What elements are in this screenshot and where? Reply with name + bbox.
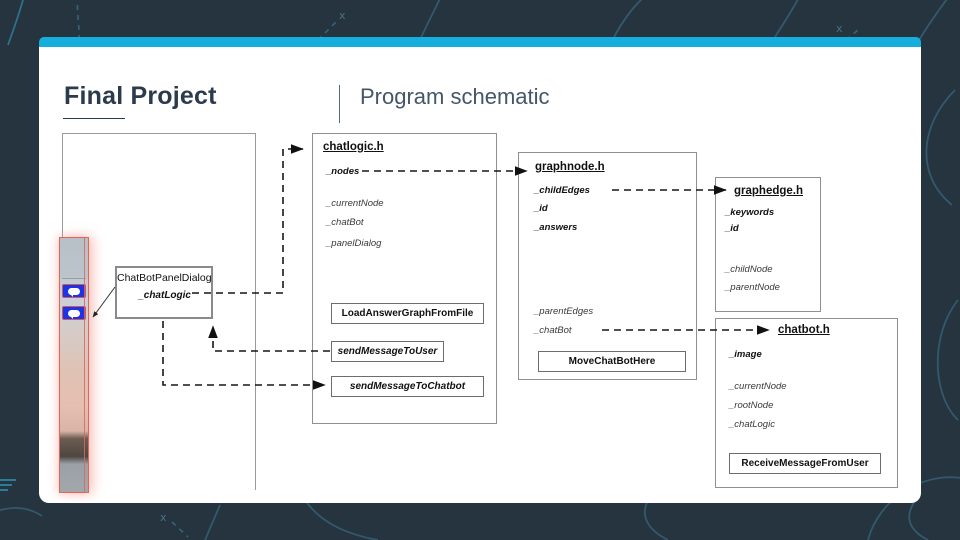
slide: Final Project Program schematic ChatBotP… — [39, 37, 921, 503]
member-rootnode: _rootNode — [729, 400, 774, 411]
class-title: ChatBotPanelDialog — [117, 272, 212, 284]
file-title-chatbot: chatbot.h — [778, 324, 830, 336]
file-title-chatlogic: chatlogic.h — [323, 141, 384, 153]
x-mark-decor: x — [160, 511, 167, 524]
class-box-chatbotpaneldialog: ChatBotPanelDialog _chatLogic — [115, 266, 213, 319]
header-box-chatbot: chatbot.h _image _currentNode _rootNode … — [715, 318, 898, 488]
file-title-graphnode: graphnode.h — [535, 161, 605, 173]
member-chatbot: _chatBot — [534, 325, 572, 336]
header-box-graphnode: graphnode.h _childEdges _id _answers _pa… — [518, 152, 697, 380]
member-chatlogic: _chatLogic — [729, 419, 775, 430]
x-mark-decor: x — [836, 22, 843, 35]
member-childnode: _childNode — [725, 264, 773, 275]
chat-bubble-icon — [68, 310, 80, 319]
member-image: _image — [729, 349, 762, 360]
page-subtitle: Program schematic — [360, 84, 550, 109]
member-id: _id — [725, 223, 739, 234]
header-box-graphedge: graphedge.h _keywords _id _childNode _pa… — [715, 177, 821, 312]
title-underline — [63, 118, 125, 119]
screenshot-divider-line — [62, 278, 86, 279]
method-sendmessagetouser: sendMessageToUser — [331, 341, 444, 362]
method-receivemessagefromuser: ReceiveMessageFromUser — [729, 453, 881, 474]
page-title: Final Project — [64, 82, 217, 110]
method-movechatbothere: MoveChatBotHere — [538, 351, 686, 372]
member-parentnode: _parentNode — [725, 282, 780, 293]
member-paneldialog: _panelDialog — [326, 238, 382, 249]
annotation-red-line — [84, 238, 85, 492]
member-keywords: _keywords — [725, 207, 775, 218]
chat-bubble-button[interactable] — [62, 284, 86, 298]
chat-bubble-icon — [68, 288, 80, 297]
member-parentedges: _parentEdges — [534, 306, 594, 317]
chat-bubble-button[interactable] — [62, 306, 86, 320]
header-box-chatlogic: chatlogic.h _nodes _currentNode _chatBot… — [312, 133, 497, 424]
method-loadanswergraphfromfile: LoadAnswerGraphFromFile — [331, 303, 484, 324]
member-childedges: _childEdges — [534, 185, 590, 196]
chatbot-app-screenshot — [59, 237, 89, 493]
member-chatbot: _chatBot — [326, 217, 364, 228]
file-title-graphedge: graphedge.h — [734, 185, 804, 197]
member-id: _id — [534, 203, 548, 214]
member-nodes: _nodes — [326, 166, 360, 177]
member-chatlogic: _chatLogic — [138, 290, 191, 301]
x-mark-decor: x — [339, 9, 346, 22]
method-sendmessagetochatbot: sendMessageToChatbot — [331, 376, 484, 397]
slide-accent-bar — [39, 37, 921, 47]
title-divider — [339, 85, 340, 123]
member-currentnode: _currentNode — [729, 381, 787, 392]
member-currentnode: _currentNode — [326, 198, 384, 209]
member-answers: _answers — [534, 222, 578, 233]
